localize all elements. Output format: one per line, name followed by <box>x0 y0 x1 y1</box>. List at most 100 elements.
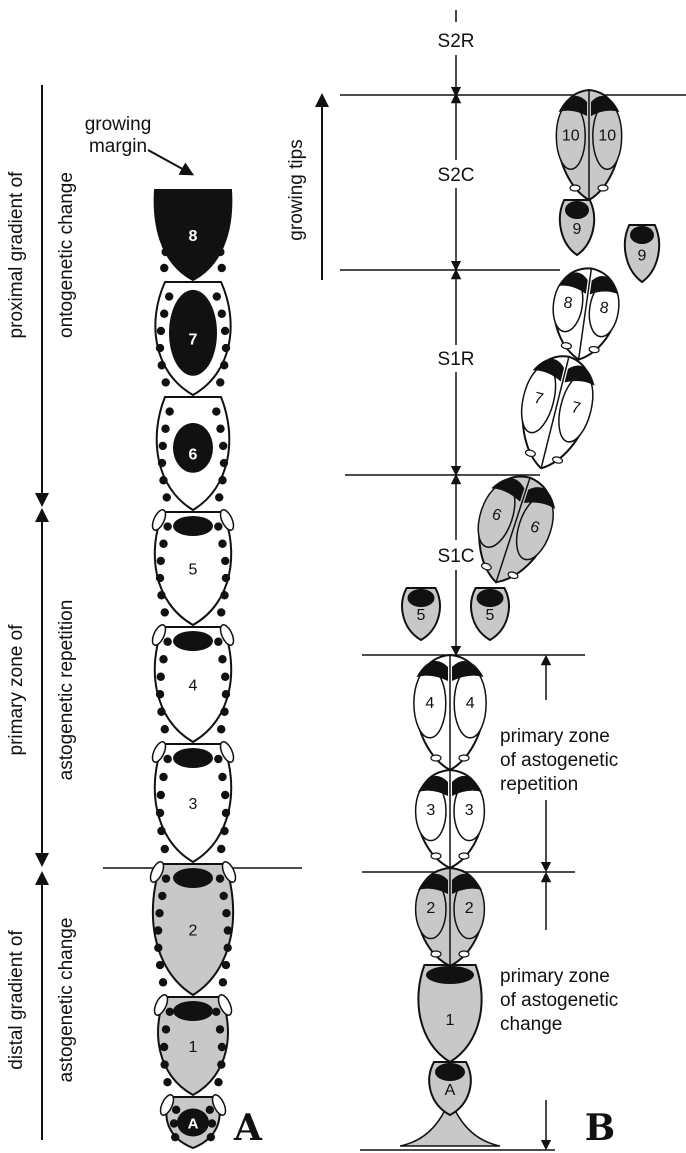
zooid-b-label: 2 <box>465 900 474 917</box>
pore-dot <box>222 690 230 698</box>
operculum <box>408 589 435 607</box>
pore-dot <box>214 638 222 646</box>
pore-dot <box>216 425 224 433</box>
pore-dot <box>163 638 171 646</box>
pore-dot <box>160 1060 168 1068</box>
pore <box>459 853 469 859</box>
zooid-b-label: 10 <box>562 128 580 145</box>
pore-dot <box>165 407 173 415</box>
pore-dot <box>216 232 224 240</box>
pore-dot <box>158 361 166 369</box>
zooid-b-label: 2 <box>426 900 435 917</box>
pore-dot <box>218 310 226 318</box>
pore-dot <box>171 1133 179 1141</box>
zooid-a-operculum <box>173 631 213 651</box>
pore-dot <box>223 944 231 952</box>
pore-dot <box>156 574 164 582</box>
pore-dot <box>161 216 169 224</box>
zooid-a-operculum <box>173 516 213 536</box>
pore-dot <box>220 459 228 467</box>
pore-dot <box>156 344 164 352</box>
pore-dot <box>206 1106 214 1114</box>
pore-dot <box>156 690 164 698</box>
segment-s1c: S1C <box>438 546 475 567</box>
pore-dot <box>214 522 222 530</box>
operculum <box>435 1063 465 1081</box>
zooid-b-5-left: 5 <box>402 588 440 640</box>
zone-change-3: change <box>500 1014 562 1035</box>
pore <box>598 185 608 191</box>
pore-dot <box>157 327 165 335</box>
pore-dot <box>215 493 223 501</box>
zooid-colony-b: A122334455667788991010 <box>400 90 659 1146</box>
zooid-a-operculum <box>173 748 213 768</box>
panel-label-a: A <box>233 1107 263 1149</box>
pore-dot <box>172 1106 180 1114</box>
pore-dot <box>221 791 229 799</box>
pore-dot <box>161 425 169 433</box>
growing-margin-label-2: margin <box>89 136 147 157</box>
zooid-a-A: A <box>158 1093 228 1148</box>
growing-margin-arrow <box>148 150 188 172</box>
pore-dot <box>157 673 165 681</box>
growing-tips-label: growing tips <box>286 139 307 240</box>
zooid-b-9-left: 9 <box>560 200 594 255</box>
pore-dot <box>219 978 227 986</box>
zooid-a-5: 5 <box>150 508 236 625</box>
zooid-a-2: 2 <box>148 860 238 995</box>
pore-dot <box>160 310 168 318</box>
pore-dot <box>218 476 226 484</box>
pore-dot <box>218 264 226 272</box>
pore-dot <box>156 961 164 969</box>
zooid-b-label: 10 <box>598 128 616 145</box>
pore-dot <box>222 574 230 582</box>
pore-dot <box>224 926 232 934</box>
pore-dot <box>220 827 228 835</box>
pore <box>459 951 469 957</box>
axis-label-proximal-1: proximal gradient of <box>6 171 27 339</box>
pore-dot <box>220 708 228 716</box>
zooid-b-5-right: 5 <box>471 588 509 640</box>
pore-dot <box>159 978 167 986</box>
pore-dot <box>214 755 222 763</box>
pore-dot <box>154 926 162 934</box>
pore <box>431 853 441 859</box>
pore-dot <box>162 1025 170 1033</box>
zooid-a-7: 7 <box>155 282 230 395</box>
pore-dot <box>161 725 169 733</box>
pore-dot <box>219 442 227 450</box>
growing-margin-label-1: growing <box>85 114 152 135</box>
zooid-a-label: 4 <box>189 678 198 695</box>
pore-dot <box>217 725 225 733</box>
panel-b: growing tips S2R S2C S1R S1C primary zon… <box>286 10 686 1150</box>
zooid-a-3: 3 <box>150 740 236 862</box>
pore-dot <box>207 1133 215 1141</box>
zone-repetition-3: repetition <box>500 774 578 795</box>
pore-dot <box>157 708 165 716</box>
pore-dot <box>157 591 165 599</box>
pore-dot <box>163 1078 171 1086</box>
pore-dot <box>163 522 171 530</box>
pore-dot <box>217 216 225 224</box>
operculum <box>426 966 474 984</box>
pore-dot <box>217 845 225 853</box>
pore-dot <box>159 200 167 208</box>
zooid-a-4: 4 <box>150 623 236 742</box>
zooid-a-label: 2 <box>189 923 198 940</box>
panel-a: proximal gradient of ontogenetic change … <box>6 85 302 1149</box>
pore-dot <box>163 755 171 763</box>
pore-dot <box>218 540 226 548</box>
zooid-b-pair-10: 10 10 <box>556 90 621 200</box>
zone-change-2: of astogenetic <box>500 990 618 1011</box>
pore-dot <box>154 944 162 952</box>
zooid-a-8: 8 <box>155 190 232 280</box>
zooid-b-label: 3 <box>426 802 435 819</box>
pore-dot <box>218 655 226 663</box>
pore-dot <box>213 292 221 300</box>
pore <box>431 755 441 761</box>
zone-repetition-2: of astogenetic <box>500 750 618 771</box>
zooid-a-operculum <box>173 1001 213 1021</box>
pore-dot <box>162 378 170 386</box>
pore <box>570 185 580 191</box>
